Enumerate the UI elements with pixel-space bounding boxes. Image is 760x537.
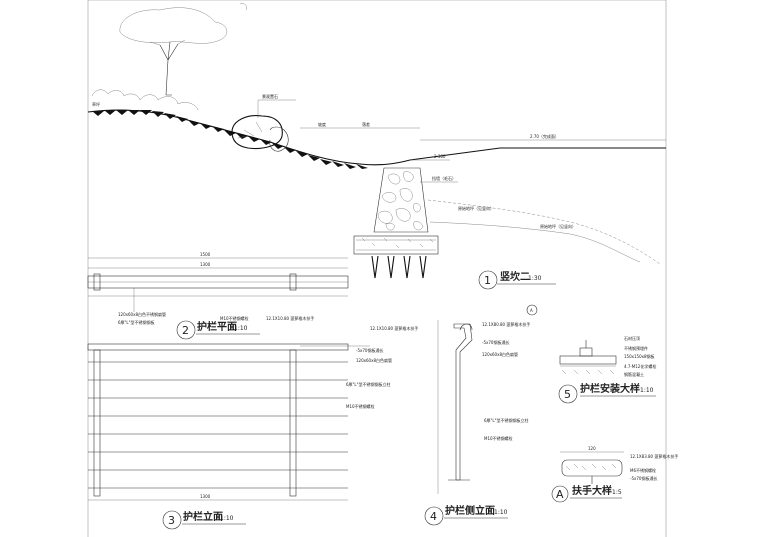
section-a-title: A 扶手大样 1:5 (551, 484, 622, 503)
section-a-scale: 1:5 (612, 489, 622, 496)
section-5-index: 5 (564, 388, 571, 401)
section-3-title: 3 护栏立面 1:10 (162, 510, 246, 530)
ref-marker-a-label: A (530, 308, 533, 313)
grade-line-2 (429, 221, 641, 263)
railing-bars (88, 361, 348, 489)
elev-note-5: M10不锈钢螺栓 (346, 403, 375, 409)
pile (371, 255, 427, 279)
elev-note-1: 12.1X10.80 菠萝格木扶手 (370, 325, 418, 331)
ref-marker-a: A (526, 304, 538, 316)
section-3-index: 3 (168, 514, 175, 527)
side-note-5: M10不锈钢螺栓 (484, 435, 513, 441)
section-a-title-text: 扶手大样 (572, 484, 612, 497)
handrail-note-2: M6不锈钢螺栓 (630, 467, 656, 473)
section-a-notes: 12.1X83.80 菠萝格木扶手 M6不锈钢螺栓 -5x70钢板通长 (630, 453, 678, 481)
sheet-frame (87, 0, 667, 537)
side-note-4: 6厚"L"型不锈钢钢板立柱 (484, 417, 528, 423)
note-ground-mid: 2.360 (434, 154, 446, 159)
elev-dim-1300: 1300 (200, 494, 211, 499)
install-note-2: 不锈钢预埋件 (624, 345, 648, 351)
section-3-railing-elevation: 1300 12.1X10.80 菠萝格木扶手 -5x70钢板通长 120x60x… (87, 325, 418, 530)
ground-line (87, 109, 666, 166)
tree-icon (119, 3, 247, 96)
handrail-note-1: 12.1X83.80 菠萝格木扶手 (630, 453, 678, 459)
section-5-install-detail: 石材压顶 不锈钢预埋件 150x150x8钢板 4.7-M12化学螺栓 钢筋混凝… (558, 335, 656, 404)
section-3-notes: 12.1X10.80 菠萝格木扶手 -5x70钢板通长 120x60x8白色扁管… (300, 325, 418, 409)
note-grade1: 原始地坪（见竖向） (458, 205, 494, 211)
elev-note-3: 120x60x8白色扁管 (356, 357, 392, 363)
shrub-icon (91, 89, 199, 111)
section-a-handrail-detail: 120 12.1X83.80 菠萝格木扶手 M6不锈钢螺栓 -5x70钢板通长 … (551, 446, 678, 503)
note-ground-left: 2.70（完成面） (530, 133, 559, 139)
note-grade2: 原始地坪（见竖向） (540, 223, 576, 229)
note-boulder: 景观置石 (262, 93, 278, 99)
section-4-title: 4 护栏侧立面 1:10 (424, 504, 508, 526)
install-note-3: 150x150x8钢板 (624, 353, 655, 359)
section-5-scale: 1:10 (640, 387, 654, 394)
install-note-1: 石材压顶 (624, 335, 640, 341)
section-2-title: 2 护栏平面 1:10 (176, 320, 260, 340)
plan-note-4: 12.1X10.80 菠萝格木扶手 (266, 315, 314, 321)
section-4-side-elevation: 12.1X80.80 菠萝格木扶手 -5x70钢板通长 120x60x8白色扁管… (424, 304, 538, 526)
side-note-3: 120x60x8白色扁管 (482, 351, 518, 357)
plan-note-2: 6厚"L"型不锈钢钢板 (118, 319, 154, 325)
section-2-scale: 1:10 (234, 325, 248, 332)
section-5-title-text: 护栏安装大样 (580, 382, 640, 395)
section-1-index: 1 (484, 274, 491, 287)
section-4-scale: 1:10 (494, 509, 508, 516)
side-note-2: -5x70钢板通长 (482, 339, 509, 345)
section-1-title-text: 竖坎二 (500, 270, 530, 283)
section-2-notes: 120x60x8白色不锈钢扁管 6厚"L"型不锈钢钢板 M10不锈钢螺栓 12.… (118, 288, 314, 325)
note-slope: 坡度 (318, 121, 326, 127)
section-1-title: 1 竖坎二 1:30 (478, 270, 556, 290)
grade-line (427, 199, 661, 265)
section-3-scale: 1:10 (220, 515, 234, 522)
section-4-title-text: 护栏侧立面 (445, 504, 495, 517)
install-note-5: 钢筋混凝土 (624, 371, 644, 377)
section-4-notes: 12.1X80.80 菠萝格木扶手 -5x70钢板通长 120x60x8白色扁管… (482, 321, 530, 441)
plan-note-1: 120x60x8白色不锈钢扁管 (118, 311, 166, 317)
section-1-site-section: 景观置石 草坪 坡度 落差 2.70（完成面） 2.360 挡墙（毛石） 原始地… (87, 3, 666, 290)
handrail-note-3: -5x70钢板通长 (630, 475, 657, 481)
section-3-title-text: 护栏立面 (183, 510, 223, 523)
section-a-index: A (556, 488, 564, 501)
section-5-title: 5 护栏安装大样 1:10 (558, 382, 656, 404)
install-note-4: 4.7-M12化学螺栓 (624, 363, 656, 369)
ground-hatch (92, 110, 368, 169)
section-1-notes: 景观置石 草坪 坡度 落差 2.70（完成面） 2.360 挡墙（毛石） 原始地… (92, 93, 666, 229)
section-5-notes: 石材压顶 不锈钢预埋件 150x150x8钢板 4.7-M12化学螺栓 钢筋混凝… (624, 335, 656, 377)
section-1-scale: 1:30 (528, 275, 542, 282)
retaining-wall (353, 167, 439, 279)
dim-inner: 1300 (200, 262, 211, 267)
elev-note-4: 6厚"L"型不锈钢钢板立柱 (346, 381, 390, 387)
elev-note-2: -5x70钢板通长 (356, 347, 383, 353)
note-fall: 落差 (362, 121, 370, 127)
section-4-index: 4 (430, 510, 437, 523)
note-grass: 草坪 (92, 101, 100, 107)
section-2-index: 2 (182, 324, 189, 337)
boulder-icon (231, 115, 289, 152)
side-note-1: 12.1X80.80 菠萝格木扶手 (482, 321, 530, 327)
note-wall: 挡墙（毛石） (432, 175, 456, 181)
plan-note-3: M10不锈钢螺栓 (220, 315, 249, 321)
section-2-title-text: 护栏平面 (197, 320, 237, 333)
handrail-dim: 120 (588, 446, 596, 451)
dim-overall: 1500 (200, 252, 211, 257)
section-2-railing-plan: 1500 1300 120x60x8白色不锈钢扁管 6厚"L"型不锈钢钢板 M1… (87, 252, 349, 340)
